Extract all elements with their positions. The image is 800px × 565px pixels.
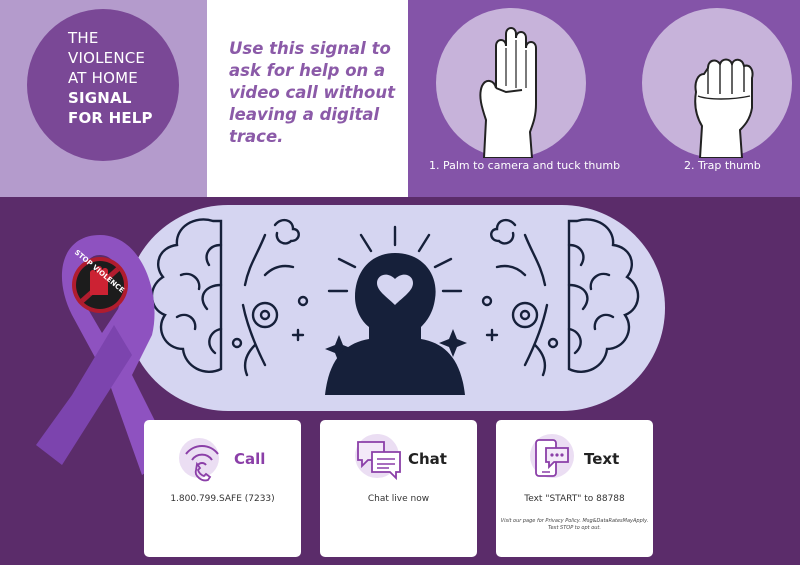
title-circle [27,9,179,161]
title-line: VIOLENCE [68,49,146,67]
title-line: SIGNAL [68,89,132,107]
message-panel: Use this signal to ask for help on a vid… [207,0,408,197]
call-card[interactable]: Call 1.800.799.SAFE (7233) [144,420,301,557]
text-message-icon [535,439,569,477]
title-line: AT HOME [68,69,138,87]
text-instructions: Text "START" to 88788 [524,494,625,504]
chat-icon [357,441,401,481]
text-title: Text [584,450,620,468]
call-title: Call [234,450,266,468]
brain-person-illustration [150,218,640,395]
steps-panel: 1. Palm to camera and tuck thumb 2. Trap… [408,0,800,197]
chat-description: Chat live now [367,494,430,504]
signal-banner: THE VIOLENCE AT HOME SIGNAL FOR HELP Use… [0,0,800,197]
person-silhouette-icon [325,253,465,395]
purple-ribbon-icon: STOP VIOLENCE [36,235,172,475]
step-2-circle [642,8,792,158]
fist-trapped-thumb-icon [694,58,754,158]
mental-health-illustration [125,205,665,411]
step-1-label: 1. Palm to camera and tuck thumb [429,159,621,172]
title-line: THE [68,29,99,47]
awareness-ribbon: STOP VIOLENCE [22,225,182,485]
chat-title: Chat [408,450,447,468]
title-panel: THE VIOLENCE AT HOME SIGNAL FOR HELP [0,0,207,197]
right-brain-icon [567,218,640,373]
text-fine-print: Visit our page for Privacy Policy. Msg&D… [500,518,649,531]
call-number: 1.800.799.SAFE (7233) [170,494,275,504]
heart-icon [377,274,413,305]
phone-icon [185,445,219,482]
signal-message: Use this signal to ask for help on a vid… [229,39,395,146]
chat-card[interactable]: Chat Chat live now [320,420,477,557]
text-card[interactable]: Text Text "START" to 88788 Visit our pag… [496,420,653,557]
signal-title: THE VIOLENCE AT HOME SIGNAL FOR HELP [68,28,153,128]
open-palm-tucked-thumb-icon [479,27,537,158]
step-2-label: 2. Trap thumb [684,159,761,172]
title-line: FOR HELP [68,109,153,127]
step-1-circle [436,8,586,158]
